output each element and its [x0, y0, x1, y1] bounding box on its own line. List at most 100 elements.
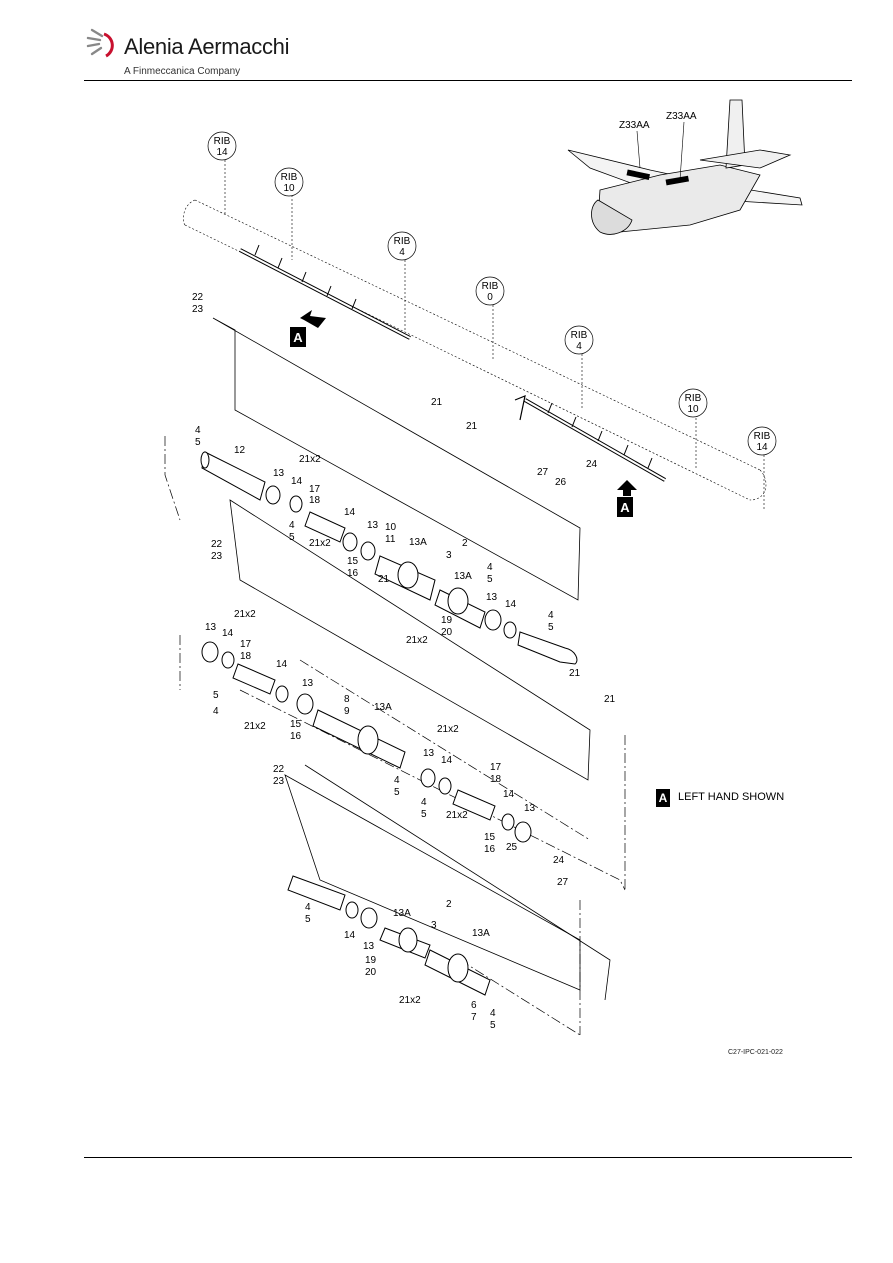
callout: 14: [505, 599, 517, 610]
callout: 13: [423, 748, 435, 759]
callout: 27: [557, 877, 569, 888]
callout: 14: [441, 755, 453, 766]
rib-label: RIB: [214, 136, 231, 147]
view-marker-group: A A: [290, 310, 637, 517]
callout: 5: [195, 437, 201, 448]
callout: 19: [441, 615, 453, 626]
callout: 13A: [409, 537, 427, 548]
callout: 25: [506, 842, 518, 853]
callout: 23: [192, 304, 204, 315]
callout: 21x2: [446, 810, 468, 821]
callout: 4: [548, 610, 554, 621]
figure-id: C27-IPC-021-022: [728, 1049, 783, 1056]
callout: 13: [363, 941, 375, 952]
callout: 21x2: [437, 724, 459, 735]
callout: 4: [490, 1008, 496, 1019]
callout: 27: [537, 467, 549, 478]
callout: 13: [205, 622, 217, 633]
callout: 19: [365, 955, 377, 966]
callout: 4: [487, 562, 493, 573]
duct-sections: [200, 451, 578, 996]
callout: 21x2: [244, 721, 266, 732]
callout: 5: [305, 914, 311, 925]
callout: 21x2: [299, 454, 321, 465]
brand-name: Alenia Aermacchi: [124, 34, 290, 59]
callout: 21x2: [399, 995, 421, 1006]
callout: 20: [441, 627, 453, 638]
rib-number: 4: [576, 341, 582, 352]
callout: 23: [211, 551, 223, 562]
callout: 3: [431, 920, 437, 931]
callout: 13: [486, 592, 498, 603]
callout: 5: [289, 532, 295, 543]
callout: 13: [524, 803, 536, 814]
legend-marker: A: [656, 789, 670, 807]
assembly-boundaries: [164, 436, 626, 1036]
callout: 11: [385, 534, 396, 545]
callout: 5: [548, 622, 554, 633]
callout: 16: [484, 844, 496, 855]
callout: 21x2: [234, 609, 256, 620]
rib-number: 14: [756, 442, 768, 453]
callout: 14: [344, 930, 356, 941]
callout: 22: [273, 764, 285, 775]
callout: 18: [490, 774, 502, 785]
rib-label-group: RIB 14 RIB 10 RIB 4 RIB 0 RIB 4 RIB 10 R…: [214, 136, 771, 453]
callout: 24: [553, 855, 565, 866]
callout: 16: [347, 568, 359, 579]
callout: 13A: [472, 928, 490, 939]
panel-skins: [212, 317, 611, 1001]
rib-callouts: [207, 131, 777, 456]
callout: 21: [378, 574, 390, 585]
callout: 3: [446, 550, 452, 561]
callout: 4: [421, 797, 427, 808]
callout: 20: [365, 967, 377, 978]
zone-label: Z33AA: [666, 111, 697, 122]
callout: 7: [471, 1012, 477, 1023]
callout: 13A: [374, 702, 392, 713]
footer-divider: [84, 1157, 852, 1158]
rib-label: RIB: [482, 281, 499, 292]
rib-number: 10: [283, 183, 295, 194]
callout: 21: [431, 397, 443, 408]
rib-number: 10: [687, 404, 699, 415]
rib-label: RIB: [685, 393, 702, 404]
callout: 17: [309, 484, 321, 495]
callout: 14: [222, 628, 234, 639]
callout: 5: [490, 1020, 496, 1031]
callout: 22: [211, 539, 223, 550]
callout: 5: [421, 809, 427, 820]
callout: 5: [394, 787, 400, 798]
callout: 14: [344, 507, 356, 518]
rib-number: 0: [487, 292, 493, 303]
rib-number: 4: [399, 247, 405, 258]
wing-duct-assembly: [239, 248, 666, 482]
callout: 6: [471, 1000, 477, 1011]
callout: 12: [234, 445, 246, 456]
callout: 4: [289, 520, 295, 531]
callout: 17: [240, 639, 252, 650]
callout: 21: [569, 668, 581, 679]
rib-label: RIB: [281, 172, 298, 183]
callout: 2: [462, 538, 468, 549]
callout: 4: [213, 706, 219, 717]
page-header: Alenia Aermacchi A Finmeccanica Company: [0, 0, 893, 82]
callout: 9: [344, 706, 350, 717]
callout: 21: [466, 421, 478, 432]
callout: 14: [276, 659, 288, 670]
callout: 18: [240, 651, 252, 662]
view-marker-label: A: [293, 330, 303, 345]
callout: 4: [195, 425, 201, 436]
callout-group: 22 23 21 21 4 5 12 13 14 21x2 17 18 27 2…: [192, 292, 616, 1031]
callout: 22: [192, 292, 204, 303]
callout: 23: [273, 776, 285, 787]
legend-text: LEFT HAND SHOWN: [678, 791, 785, 803]
callout: 26: [555, 477, 567, 488]
callout: 21: [604, 694, 616, 705]
header-divider: [84, 80, 852, 81]
callout: 15: [347, 556, 359, 567]
callout: 2: [446, 899, 452, 910]
callout: 17: [490, 762, 502, 773]
callout: 24: [586, 459, 598, 470]
callout: 15: [484, 832, 496, 843]
